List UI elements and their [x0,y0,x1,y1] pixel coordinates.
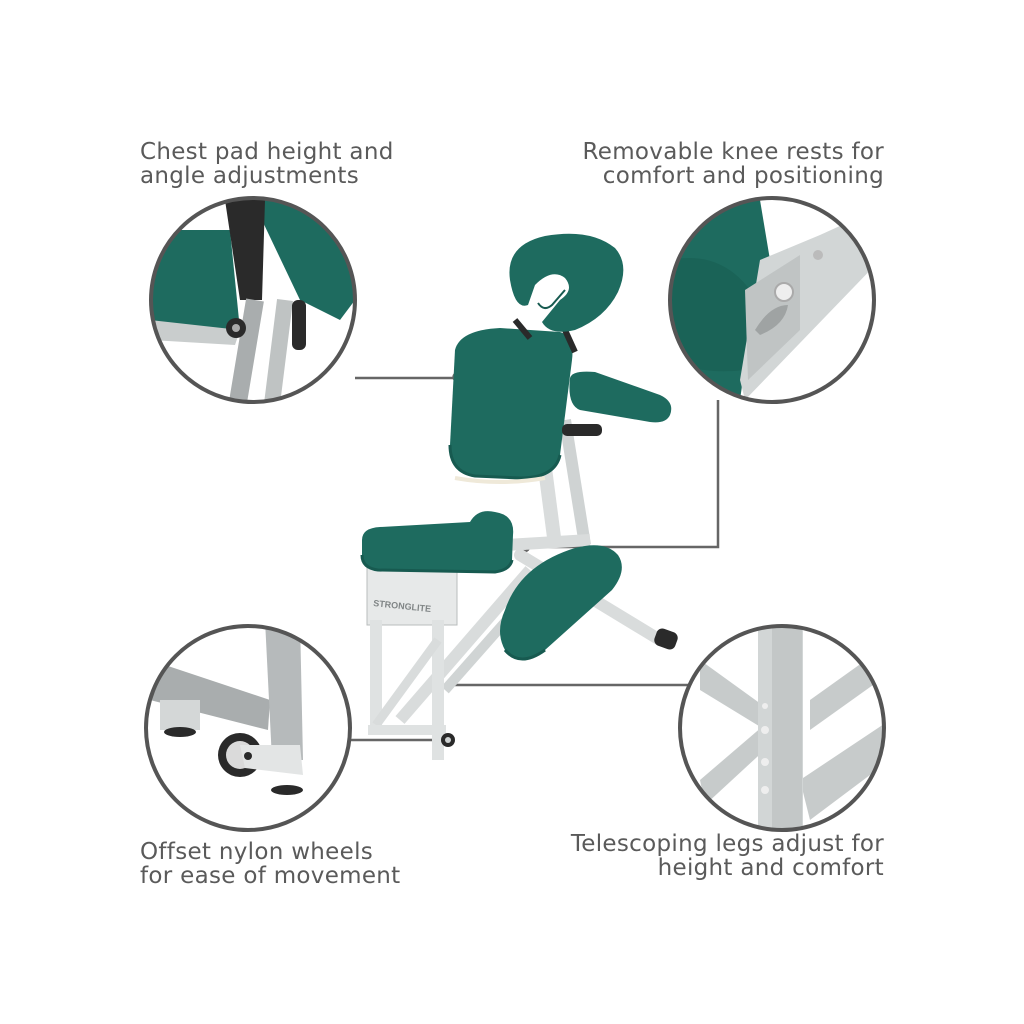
callout-chest-pad-line1: Chest pad height and [140,139,394,165]
callout-legs-line1: Telescoping legs adjust for [570,831,884,857]
callout-knee-rests-line2: comfort and positioning [602,163,884,189]
detail-circle-knee [668,196,876,404]
detail-circle-legs [678,624,886,832]
detail-chest-pad-adjustment [151,198,355,402]
detail-circle-chest [149,196,357,404]
callout-wheels-line1: Offset nylon wheels [140,839,374,865]
callout-wheels: Offset nylon wheels for ease of movement [140,840,401,888]
detail-circle-wheels [144,624,352,832]
callout-knee-rests-line1: Removable knee rests for [582,139,884,165]
callout-wheels-line2: for ease of movement [140,863,401,889]
callout-chest-pad: Chest pad height and angle adjustments [140,140,394,188]
callout-knee-rests: Removable knee rests for comfort and pos… [583,140,884,188]
massage-chair: STRONGLITE [360,233,678,760]
detail-wheels [146,626,350,830]
detail-telescoping-legs [680,626,884,830]
callout-chest-pad-line2: angle adjustments [140,163,360,189]
callout-legs-line2: height and comfort [657,855,884,881]
callout-legs: Telescoping legs adjust for height and c… [571,832,884,880]
detail-knee-rest-mount [670,198,874,402]
